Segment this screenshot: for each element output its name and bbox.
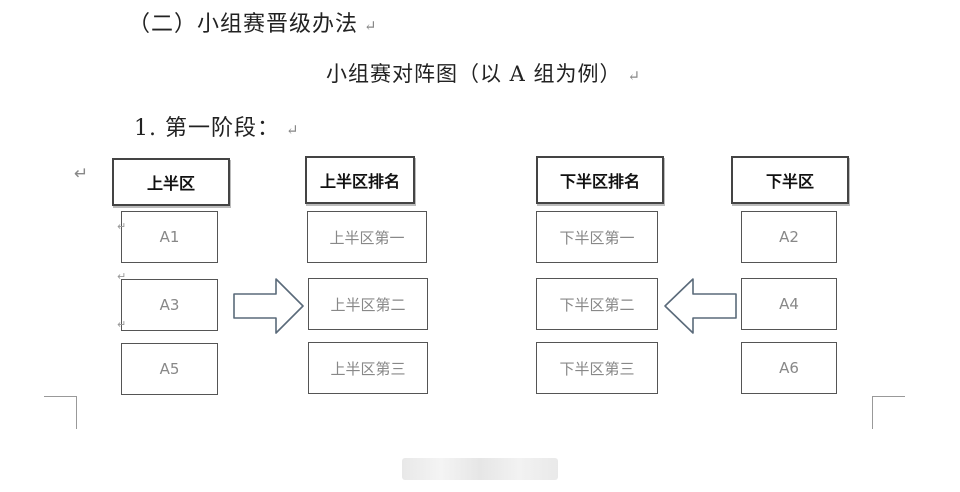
team-box-a3: A3 — [121, 279, 218, 331]
diagram-title: 小组赛对阵图（以 A 组为例） ↵ — [326, 58, 641, 88]
paragraph-mark-icon: ↵ — [285, 121, 300, 139]
stage-label: 1. 第一阶段： ↵ — [134, 110, 300, 142]
lower-rank-third: 下半区第三 — [536, 342, 658, 394]
team-box-a2: A2 — [741, 211, 837, 263]
section-heading: （二）小组赛晋级办法 ↵ — [128, 6, 378, 38]
page-corner-mark-right — [872, 396, 905, 429]
blurred-watermark — [402, 458, 558, 480]
paragraph-mark-icon: ↵ — [627, 67, 642, 85]
upper-rank-third: 上半区第三 — [308, 342, 428, 394]
team-box-a5: A5 — [121, 343, 218, 395]
lower-rank-second: 下半区第二 — [536, 278, 658, 330]
paragraph-mark-icon: ↵ — [74, 164, 89, 184]
left-arrow-icon — [664, 278, 737, 334]
right-arrow-icon — [233, 278, 304, 334]
stage-label-text: 1. 第一阶段： — [134, 116, 280, 141]
upper-rank-second: 上半区第二 — [308, 278, 428, 330]
upper-rank-first: 上半区第一 — [307, 211, 427, 263]
team-box-a4: A4 — [741, 278, 837, 330]
section-heading-text: （二）小组赛晋级办法 — [128, 12, 359, 37]
team-box-a1: A1 — [121, 211, 218, 263]
lower-rank-header: 下半区排名 — [536, 156, 664, 204]
paragraph-mark-icon: ↵ — [117, 318, 127, 331]
lower-rank-first: 下半区第一 — [536, 211, 658, 263]
paragraph-mark-icon: ↵ — [364, 17, 378, 35]
upper-rank-header: 上半区排名 — [305, 156, 415, 204]
team-box-a6: A6 — [741, 342, 837, 394]
paragraph-mark-icon: ↵ — [117, 270, 127, 283]
page-corner-mark-left — [44, 396, 77, 429]
lower-half-header: 下半区 — [731, 156, 849, 204]
diagram-title-text: 小组赛对阵图（以 A 组为例） — [326, 62, 622, 86]
upper-half-header: 上半区 — [112, 158, 230, 206]
paragraph-mark-icon: ↵ — [117, 220, 127, 233]
